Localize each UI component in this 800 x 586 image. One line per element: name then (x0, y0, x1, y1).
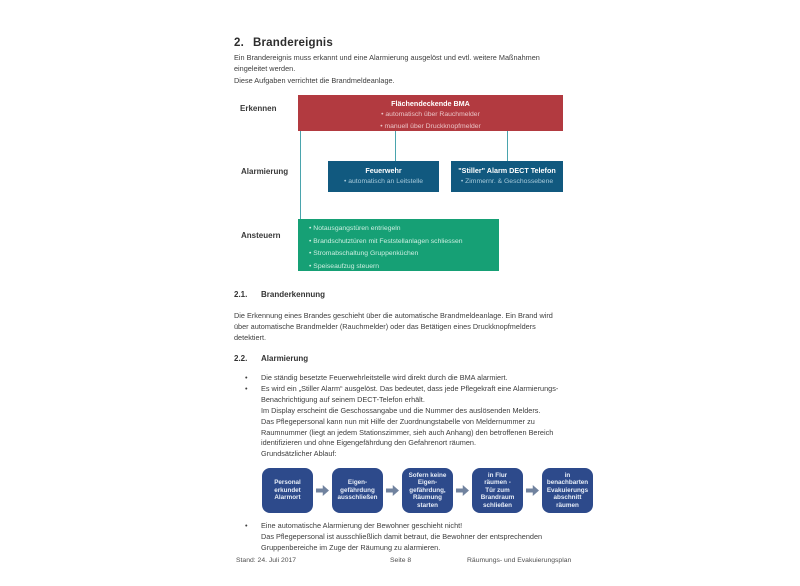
alarmierung-bullet-list: Die ständig besetzte Feuerwehrleitstelle… (245, 373, 558, 449)
intro-paragraph-1: Ein Brandereignis muss erkannt und eine … (234, 53, 540, 73)
connector-line-right (507, 131, 508, 161)
list-item: Die ständig besetzte Feuerwehrleitstelle… (245, 373, 558, 384)
diagram-label-alarmierung: Alarmierung (241, 167, 289, 176)
bullet-icon (245, 384, 261, 395)
footer-date: Stand: 24. Juli 2017 (236, 557, 297, 564)
ansteuern-bullet: Brandschutztüren mit Feststellanlagen sc… (309, 236, 499, 249)
connector-line-middle (395, 131, 396, 161)
diagram-label-erkennen: Erkennen (240, 104, 277, 113)
list-item: Es wird ein „Stiller Alarm“ ausgelöst. D… (245, 384, 558, 449)
flow-step: in benachbarten Evakuierungs abschnitt r… (542, 468, 593, 513)
flow-step: Sofern keine Eigen- gefährdung, Räumung … (402, 468, 453, 513)
closing-note: Eine automatische Alarmierung der Bewohn… (245, 521, 542, 554)
diagram-label-ansteuern: Ansteuern (241, 231, 281, 240)
diagram-box-dect-alarm: "Stiller" Alarm DECT Telefon Zimmernr. &… (451, 161, 563, 192)
ansteuern-bullet: Notausgangstüren entriegeln (309, 223, 499, 236)
arrow-right-icon (386, 485, 399, 496)
bma-box-title: Flächendeckende BMA (391, 99, 470, 108)
ansteuern-bullet: Stromabschaltung Gruppenküchen (309, 248, 499, 261)
flow-step: Personal erkundet Alarmort (262, 468, 313, 513)
arrow-right-icon (316, 485, 329, 496)
flow-arrow (313, 485, 332, 496)
arrow-right-icon (456, 485, 469, 496)
ablauf-flowchart: Personal erkundet Alarmort Eigen- gefähr… (262, 468, 593, 513)
flow-arrow (383, 485, 402, 496)
page-title: 2. Brandereignis (234, 37, 333, 49)
bma-bullet: automatisch über Rauchmelder (381, 109, 479, 121)
bma-bullet: manuell über Druckknopfmelder (380, 121, 480, 133)
diagram-box-feuerwehr: Feuerwehr automatisch an Leitstelle (328, 161, 439, 192)
flow-arrow (523, 485, 542, 496)
connector-line-left (300, 131, 301, 219)
diagram-box-bma: Flächendeckende BMA automatisch über Rau… (298, 95, 563, 131)
flow-arrow (453, 485, 472, 496)
section-number: 2. (234, 36, 244, 49)
ablauf-label: Grundsätzlicher Ablauf: (261, 449, 337, 458)
feuerwehr-box-title: Feuerwehr (365, 165, 402, 175)
section-2-1-heading: Branderkennung (261, 290, 326, 299)
flow-step: Eigen- gefährdung ausschließen (332, 468, 383, 513)
bullet-icon (245, 521, 261, 532)
bullet-text: Es wird ein „Stiller Alarm“ ausgelöst. D… (261, 383, 559, 448)
section-title-text: Brandereignis (253, 36, 333, 49)
intro-paragraph-2: Diese Aufgaben verrichtet die Brandmelde… (234, 76, 395, 85)
bullet-text: Die ständig besetzte Feuerwehrleitstelle… (261, 373, 508, 382)
ansteuern-bullet: Speiseaufzug steuern (309, 261, 499, 274)
flow-step: in Flur räumen - Tür zum Brandraum schli… (472, 468, 523, 513)
bullet-icon (245, 373, 261, 384)
dect-box-title: "Stiller" Alarm DECT Telefon (458, 165, 556, 175)
section-2-2-number: 2.2. (234, 354, 248, 363)
closing-note-text: Eine automatische Alarmierung der Bewohn… (261, 521, 543, 552)
section-2-1-number: 2.1. (234, 290, 248, 299)
footer-page-number: Seite 8 (390, 557, 412, 564)
section-2-1-body: Die Erkennung eines Brandes geschieht üb… (234, 311, 553, 342)
arrow-right-icon (526, 485, 539, 496)
section-2-2-heading: Alarmierung (261, 354, 309, 363)
feuerwehr-bullet: automatisch an Leitstelle (344, 176, 423, 188)
diagram-box-ansteuern: Notausgangstüren entriegeln Brandschutzt… (298, 219, 499, 271)
footer-document-title: Räumungs- und Evakuierungsplan (467, 557, 572, 564)
dect-bullet: Zimmernr. & Geschossebene (461, 176, 553, 188)
